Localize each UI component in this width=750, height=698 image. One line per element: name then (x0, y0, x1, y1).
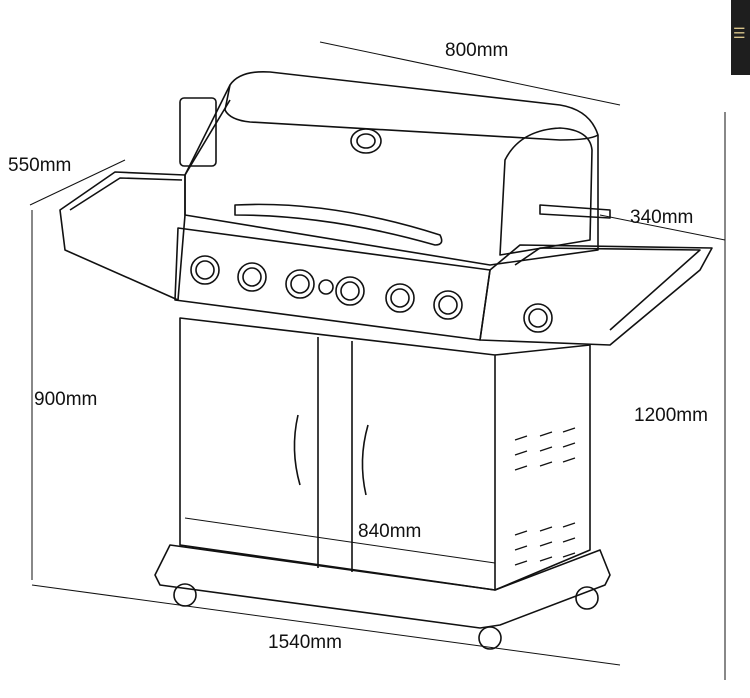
door-handle-left (293, 414, 301, 486)
menu-icon: ☰ (733, 25, 746, 41)
dim-lid-width: 800mm (445, 40, 509, 61)
dim-cabinet-width: 840mm (358, 521, 422, 542)
vent-slots (514, 427, 576, 566)
grill-lid (184, 70, 599, 266)
side-burner-shelf (479, 244, 713, 346)
control-knobs (190, 255, 553, 333)
left-side-shelf (59, 171, 186, 301)
lid-thermometer (350, 128, 382, 154)
dim-total-width: 1540mm (268, 632, 342, 653)
lid-handle (234, 203, 443, 246)
dim-depth: 550mm (8, 155, 72, 176)
dim-work-height: 900mm (34, 389, 98, 410)
dimension-lines (29, 41, 726, 680)
dim-side-burner: 340mm (630, 207, 694, 228)
cart-base (154, 544, 611, 629)
cabinet-door-divider (317, 337, 353, 572)
wheel (173, 583, 197, 607)
corner-menu-button[interactable]: ☰ (731, 0, 750, 75)
dim-total-height: 1200mm (634, 405, 708, 426)
rotisserie-motor (179, 97, 217, 167)
cabinet (179, 317, 496, 591)
door-handle-right (361, 424, 369, 496)
